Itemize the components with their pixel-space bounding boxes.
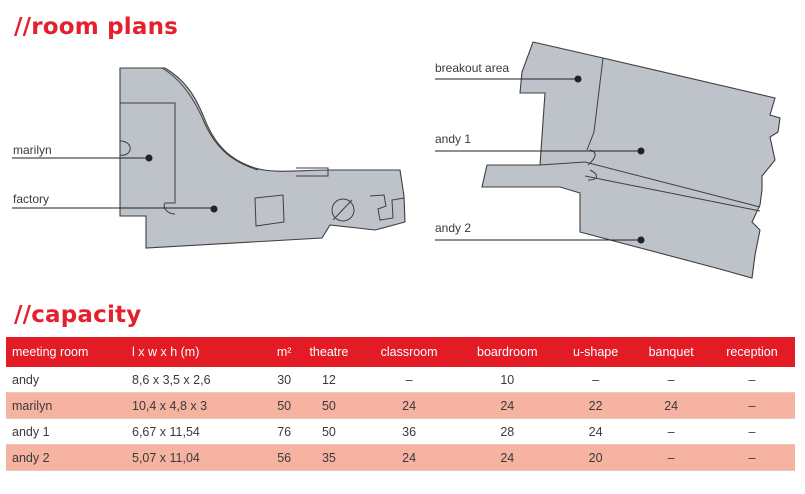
cell-u-shape: 24 — [557, 418, 634, 445]
cell-area: 76 — [272, 418, 297, 445]
table-row: marilyn 10,4 x 4,8 x 3 50 50 24 24 22 24… — [6, 392, 795, 419]
cell-banquet: – — [633, 418, 709, 445]
col-header-boardroom: boardroom — [456, 337, 558, 367]
cell-theatre: 35 — [296, 444, 362, 471]
curved-wall — [161, 67, 259, 171]
col-header-theatre: theatre — [296, 337, 362, 367]
andy1-marker — [637, 147, 645, 155]
cell-banquet: – — [633, 444, 709, 471]
cell-theatre: 50 — [296, 418, 362, 445]
capacity-table: meeting room l x w x h (m) m² theatre cl… — [6, 337, 795, 471]
right-floor-plan: breakout area andy 1 andy 2 — [435, 41, 781, 279]
cell-boardroom: 10 — [456, 367, 558, 393]
cell-area: 30 — [272, 367, 297, 393]
cell-boardroom: 24 — [456, 392, 558, 419]
col-header-area: m² — [272, 337, 297, 367]
right-plan-shape — [481, 41, 781, 279]
breakout-divider — [586, 57, 604, 151]
cell-room: andy 1 — [6, 418, 132, 445]
cell-theatre: 50 — [296, 392, 362, 419]
col-header-dimensions: l x w x h (m) — [132, 337, 272, 367]
room-plans-heading: //room plans — [14, 14, 179, 40]
cell-area: 56 — [272, 444, 297, 471]
cell-dimensions: 10,4 x 4,8 x 3 — [132, 392, 272, 419]
capacity-heading: //capacity — [14, 302, 142, 328]
andy1-label: andy 1 — [435, 132, 471, 146]
cell-dimensions: 8,6 x 3,5 x 2,6 — [132, 367, 272, 393]
col-header-banquet: banquet — [633, 337, 709, 367]
capacity-header-row: meeting room l x w x h (m) m² theatre cl… — [6, 337, 795, 367]
left-floor-plan: marilyn factory — [12, 67, 406, 249]
col-header-u-shape: u-shape — [557, 337, 634, 367]
cell-u-shape: 20 — [557, 444, 634, 471]
andy-divider — [539, 161, 761, 212]
table-row: andy 8,6 x 3,5 x 2,6 30 12 – 10 – – – — [6, 367, 795, 393]
cell-dimensions: 6,67 x 11,54 — [132, 418, 272, 445]
cell-classroom: 36 — [361, 418, 457, 445]
factory-label: factory — [13, 192, 49, 206]
cell-reception: – — [708, 418, 795, 445]
table-row: andy 2 5,07 x 11,04 56 35 24 24 20 – – — [6, 444, 795, 471]
cell-boardroom: 24 — [456, 444, 558, 471]
col-header-classroom: classroom — [361, 337, 457, 367]
window-section — [296, 167, 329, 177]
cell-reception: – — [708, 444, 795, 471]
cell-reception: – — [708, 367, 795, 393]
cell-classroom: – — [361, 367, 457, 393]
table-row: andy 1 6,67 x 11,54 76 50 36 28 24 – – — [6, 418, 795, 445]
cell-classroom: 24 — [361, 444, 457, 471]
factory-room-shape — [119, 67, 406, 249]
stair-core — [332, 194, 405, 221]
col-header-meeting-room: meeting room — [6, 337, 132, 367]
floor-plans: marilyn factory breakout area andy 1 and… — [12, 41, 781, 279]
cell-banquet: – — [633, 367, 709, 393]
col-header-reception: reception — [708, 337, 795, 367]
andy2-label: andy 2 — [435, 221, 471, 235]
spiral-stair — [331, 198, 355, 222]
cell-boardroom: 28 — [456, 418, 558, 445]
cell-room: andy — [6, 367, 132, 393]
cell-u-shape: – — [557, 367, 634, 393]
cell-u-shape: 22 — [557, 392, 634, 419]
marilyn-marker — [145, 154, 153, 162]
cell-classroom: 24 — [361, 392, 457, 419]
cell-reception: – — [708, 392, 795, 419]
breakout-marker — [574, 75, 582, 83]
pillar — [254, 194, 285, 227]
marilyn-label: marilyn — [13, 143, 52, 157]
breakout-area-label: breakout area — [435, 61, 509, 75]
cell-banquet: 24 — [633, 392, 709, 419]
cell-theatre: 12 — [296, 367, 362, 393]
factory-marker — [210, 205, 218, 213]
cell-room: andy 2 — [6, 444, 132, 471]
cell-dimensions: 5,07 x 11,04 — [132, 444, 272, 471]
cell-area: 50 — [272, 392, 297, 419]
cell-room: marilyn — [6, 392, 132, 419]
andy2-marker — [637, 236, 645, 244]
